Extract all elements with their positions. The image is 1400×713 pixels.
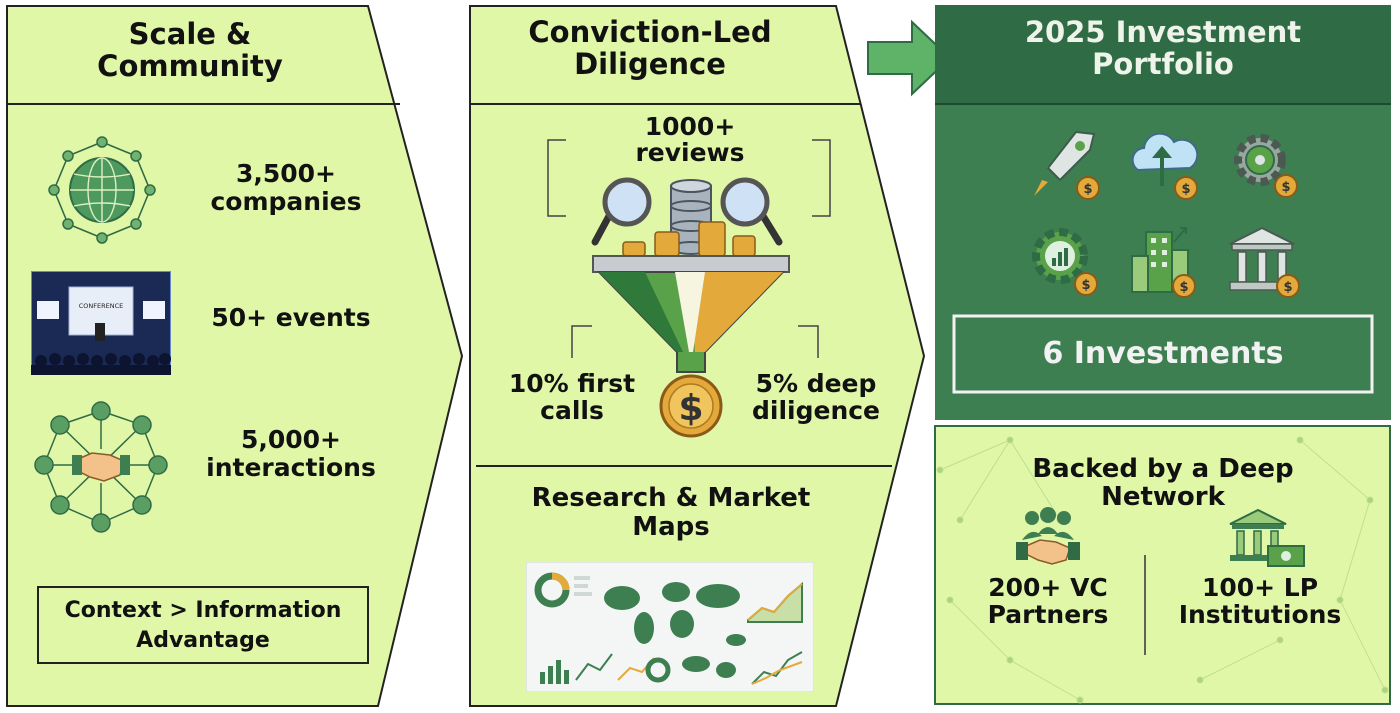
title-line: Community	[97, 49, 283, 84]
network-title: Backed by a Deep Network	[960, 455, 1366, 511]
title-line: Research & Market	[531, 483, 811, 513]
title-line: Diligence	[574, 47, 726, 82]
svg-text:$: $	[1181, 182, 1190, 197]
svg-text:$: $	[1281, 180, 1290, 195]
bank-money-icon	[1229, 508, 1305, 567]
vc-partners-stat: 200+ VC Partners	[966, 574, 1130, 628]
cloud-upload-dollar-icon: $	[1131, 132, 1199, 200]
interactions-stat: 5,000+ interactions	[186, 426, 396, 482]
stat-value: 100+ LP	[1201, 573, 1319, 602]
reviews-stat: 1000+ reviews	[590, 112, 790, 168]
conference-screen-text: CONFERENCE	[79, 302, 124, 310]
events-stat: 50+ events	[211, 303, 371, 332]
title-line: Portfolio	[1092, 47, 1234, 82]
stat-label: calls	[540, 396, 604, 425]
rocket-dollar-icon: $	[1034, 130, 1100, 200]
stat-value: 3,500+	[235, 159, 337, 188]
svg-text:$: $	[1283, 280, 1292, 295]
gear-chart-dollar-icon: $	[1032, 228, 1098, 296]
companies-stat: 3,500+ companies	[186, 160, 386, 216]
globe-network-icon	[48, 136, 156, 244]
conviction-diligence-title: Conviction-Led Diligence	[490, 16, 810, 81]
box-line: Context > Information	[64, 598, 342, 623]
title-line: Network	[1101, 482, 1225, 513]
gear-dollar-icon: $	[1234, 134, 1298, 198]
flow-arrow	[867, 19, 952, 97]
handshake-people-icon	[1016, 507, 1080, 565]
investments-count: 6 Investments	[1042, 336, 1284, 371]
stat-value: 200+ VC	[988, 573, 1108, 602]
funnel-icon: $	[591, 177, 790, 438]
stat-label: diligence	[751, 396, 881, 425]
buildings-dollar-icon: $	[1131, 227, 1196, 298]
portfolio-title: 2025 Investment Portfolio	[960, 16, 1366, 81]
investments-box	[952, 314, 1374, 394]
bank-dollar-icon: $	[1229, 226, 1300, 298]
scale-community-title: Scale & Community	[40, 18, 340, 83]
lp-institutions-stat: 100+ LP Institutions	[1160, 574, 1360, 628]
stat-value: 10% first	[508, 369, 636, 398]
stat-label: reviews	[635, 138, 745, 168]
title-line: Maps	[632, 512, 710, 543]
stat-label: interactions	[206, 453, 376, 482]
box-line: Advantage	[136, 628, 270, 654]
stat-label: companies	[210, 187, 362, 216]
title-line: Backed by a Deep	[1032, 454, 1294, 484]
title-line: Conviction-Led	[528, 15, 772, 49]
coin-stacks-icon	[622, 221, 756, 257]
magnifier-right-icon	[720, 177, 783, 246]
stat-label: Partners	[987, 600, 1109, 629]
dollar-symbol: $	[678, 388, 703, 429]
handshake-network-icon	[34, 401, 168, 533]
conference-photo: CONFERENCE	[31, 271, 171, 375]
context-advantage-box	[37, 586, 369, 664]
svg-text:$: $	[1081, 278, 1090, 293]
stat-value: 1000+	[644, 112, 736, 141]
research-maps-title: Research & Market Maps	[490, 483, 852, 543]
stat-value: 5% deep	[755, 369, 877, 398]
title-line: 2025 Investment	[1024, 15, 1302, 49]
context-advantage-text: Context > Information Advantage	[40, 596, 366, 657]
deep-diligence-stat: 5% deep diligence	[730, 370, 902, 424]
first-calls-stat: 10% first calls	[480, 370, 664, 424]
stat-value: 5,000+	[240, 425, 342, 454]
svg-text:$: $	[1179, 280, 1188, 295]
magnifier-left-icon	[591, 177, 652, 246]
svg-text:$: $	[1083, 182, 1092, 197]
stat-label: Institutions	[1178, 600, 1342, 629]
title-line: Scale &	[128, 17, 252, 51]
market-map-dashboard-image	[526, 562, 814, 692]
